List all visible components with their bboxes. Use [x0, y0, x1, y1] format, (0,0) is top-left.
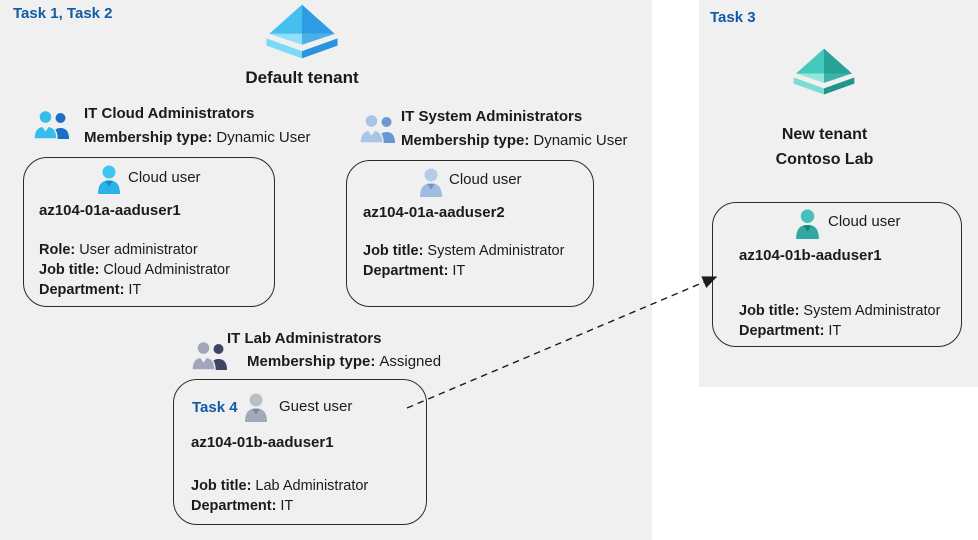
username: az104-01b-aaduser1 — [739, 247, 882, 264]
username: az104-01b-aaduser1 — [191, 434, 334, 451]
user-type-label: Cloud user — [128, 169, 201, 186]
group-icon-system-admins — [359, 113, 395, 144]
user-fields: Job title:System Administrator Departmen… — [739, 301, 940, 341]
user-type-label: Cloud user — [828, 213, 901, 230]
group-icon-lab-admins — [191, 340, 227, 371]
user-fields: Job title:System Administrator Departmen… — [363, 241, 564, 281]
group-icon-cloud-admins — [33, 109, 69, 140]
group-membership-lab-admins: Membership type:Assigned — [247, 353, 441, 370]
username: az104-01a-aaduser1 — [39, 202, 181, 219]
task-4-label: Task 4 — [192, 399, 238, 416]
membership-type-label: Membership type: — [84, 129, 213, 146]
user-card-aaduser2: Cloud user az104-01a-aaduser2 Job title:… — [346, 160, 594, 307]
field-job-title: Job title:System Administrator — [739, 303, 941, 319]
membership-type-value: Dynamic User — [216, 129, 311, 146]
field-department: Department:IT — [363, 263, 466, 279]
membership-type-value: Assigned — [379, 353, 442, 370]
azure-ad-tenant-icon-blue — [266, 4, 338, 59]
guest-user-icon — [245, 393, 267, 422]
default-tenant-region — [0, 0, 652, 540]
user-card-new-tenant-aaduser1: Cloud user az104-01b-aaduser1 Job title:… — [712, 202, 962, 347]
username: az104-01a-aaduser2 — [363, 204, 505, 221]
field-department: Department:IT — [191, 498, 294, 514]
user-fields: Job title:Lab Administrator Department:I… — [191, 476, 368, 516]
field-job-title: Job title:Cloud Administrator — [39, 262, 230, 278]
user-type-label: Guest user — [279, 398, 353, 415]
membership-type-label: Membership type: — [247, 353, 376, 370]
group-title-system-admins: IT System Administrators — [401, 108, 583, 125]
task-3-label: Task 3 — [710, 9, 756, 26]
azure-ad-tenant-icon-teal — [793, 48, 855, 95]
new-tenant-title-line1: New tenant — [781, 126, 868, 143]
user-card-aaduser1: Cloud user az104-01a-aaduser1 Role:User … — [23, 157, 275, 307]
group-membership-cloud-admins: Membership type:Dynamic User — [84, 129, 311, 146]
field-role: Role:User administrator — [39, 242, 198, 258]
field-job-title: Job title:Lab Administrator — [191, 478, 369, 494]
new-tenant-title-line2: Contoso Lab — [775, 151, 874, 168]
default-tenant-title: Default tenant — [245, 68, 359, 87]
task-1-2-label: Task 1, Task 2 — [13, 5, 113, 22]
cloud-user-icon — [796, 209, 819, 239]
membership-type-label: Membership type: — [401, 132, 530, 149]
field-department: Department:IT — [739, 323, 842, 339]
group-title-lab-admins: IT Lab Administrators — [227, 330, 382, 347]
user-fields: Role:User administrator Job title:Cloud … — [39, 240, 230, 300]
cloud-user-icon — [98, 165, 120, 194]
membership-type-value: Dynamic User — [533, 132, 628, 149]
field-department: Department:IT — [39, 282, 142, 298]
user-type-label: Cloud user — [449, 171, 522, 188]
group-membership-system-admins: Membership type:Dynamic User — [401, 132, 628, 149]
group-title-cloud-admins: IT Cloud Administrators — [84, 105, 255, 122]
cloud-user-icon — [420, 168, 442, 197]
user-card-guest-aaduser1: Task 4 Guest user az104-01b-aaduser1 Job… — [173, 379, 427, 525]
field-job-title: Job title:System Administrator — [363, 243, 565, 259]
